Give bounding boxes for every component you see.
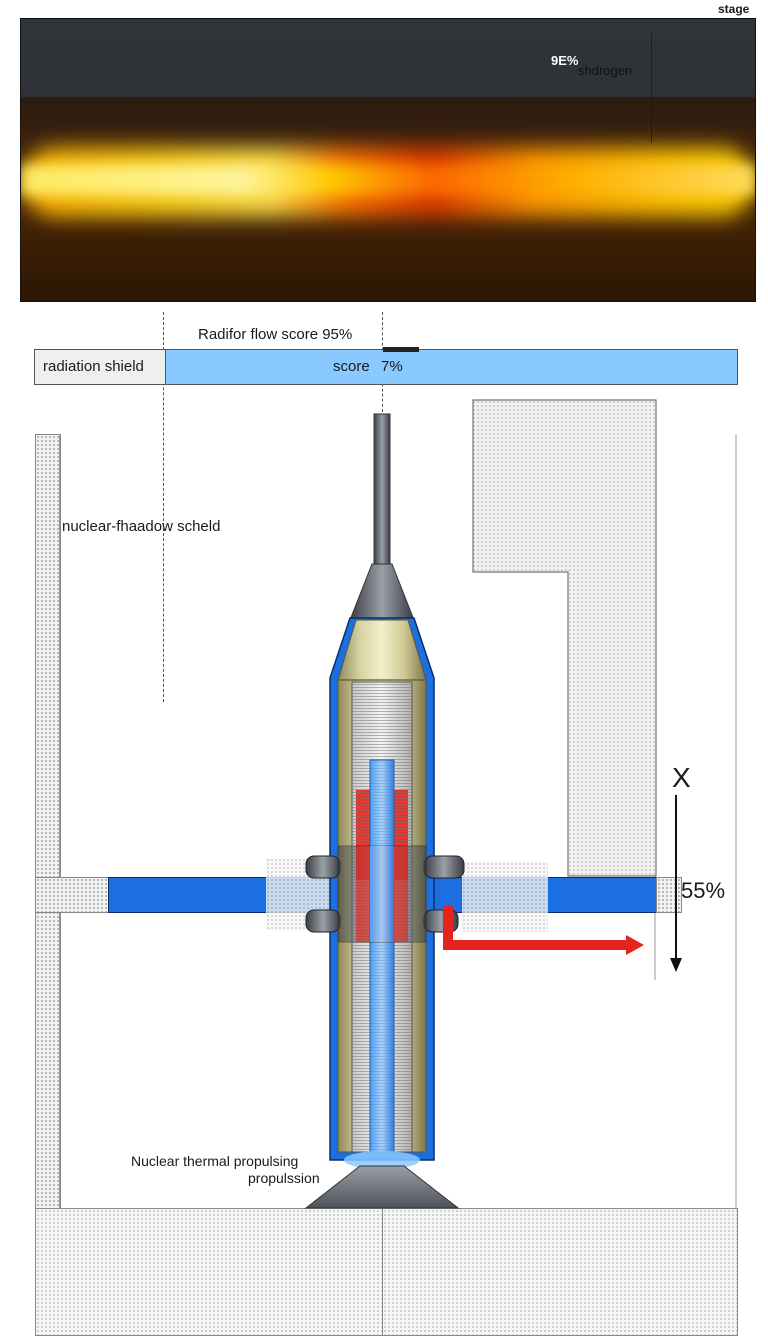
axis-x-label: X	[672, 762, 691, 793]
coolant-channel-hatch	[370, 760, 394, 1152]
propulsion-label-line2: propulssion	[248, 1170, 320, 1186]
shadow-shield-label: nuclear-fhaadow scheld	[62, 518, 221, 535]
flow-arrow-stem	[443, 906, 453, 950]
left-chamber-line	[59, 434, 60, 1208]
propulsion-label-line1: Nuclear thermal propulsing	[131, 1153, 299, 1169]
axis-arrow-head	[670, 958, 682, 972]
score-marker	[383, 347, 419, 352]
radiation-shield-bar: radiation shield score 7%	[34, 347, 738, 385]
percent-55-label: 55%	[681, 878, 726, 903]
score-label: score	[333, 358, 370, 375]
radiation-shield-cell: radiation shield	[35, 350, 166, 384]
thermal-exhaust-panel: 9E% shdrogen	[20, 18, 756, 302]
stage-label: stage	[718, 2, 750, 16]
pipe-right-stub	[656, 877, 682, 913]
flange-left-upper	[305, 855, 341, 879]
throat-glow	[344, 1151, 420, 1169]
guide-line-left	[163, 312, 164, 702]
flange-left-lower	[305, 909, 341, 933]
hydrogen-label: shdrogen	[578, 63, 633, 78]
pipe-left-stub	[35, 877, 111, 913]
hydrogen-readout: 9E%	[551, 53, 579, 68]
right-shadow-shield	[472, 399, 657, 877]
score-value: 7%	[381, 358, 403, 375]
base-block-right	[382, 1208, 738, 1336]
flange-right-upper	[423, 855, 465, 879]
top-cone	[349, 563, 415, 621]
exhaust-nozzle	[304, 1165, 460, 1209]
control-rod	[373, 413, 391, 565]
pipe-mount-right	[462, 862, 548, 932]
exhaust-plume-core	[21, 165, 755, 195]
base-block-left	[35, 1208, 383, 1336]
flow-arrow-head	[626, 935, 644, 955]
axis-arrow-line	[675, 795, 677, 960]
flow-score-label: Radifor flow score 95%	[198, 326, 353, 343]
left-shield-wall	[35, 434, 61, 1210]
panel-divider	[651, 33, 652, 143]
radiation-shield-label: radiation shield	[43, 358, 144, 375]
collar-coolant	[370, 846, 394, 942]
flow-arrow-shaft	[443, 940, 628, 950]
